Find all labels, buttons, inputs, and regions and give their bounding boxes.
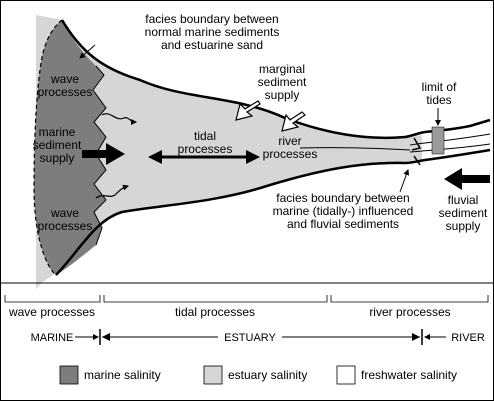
legend-label-estuary: estuary salinity — [228, 368, 307, 382]
env-estuary: ESTUARY — [224, 332, 276, 344]
river-processes-arrow — [281, 111, 306, 132]
env-marine: MARINE — [31, 332, 74, 344]
wave-bottom-label-1: wave — [50, 206, 79, 220]
tidal-zone-bracket — [103, 295, 328, 303]
marginal-label-3: supply — [265, 88, 300, 102]
facies-bottom-label-1: facies boundary between — [276, 191, 409, 205]
limit-of-tides-marker — [431, 126, 445, 155]
marine-supply-label-2: sediment — [33, 138, 82, 152]
legend-swatch-marine — [59, 365, 79, 385]
tidal-arrowhead-right — [246, 150, 260, 164]
river-channel-lower — [409, 143, 491, 153]
estuary-north-bank — [60, 19, 491, 140]
river-channel-upper — [409, 133, 491, 146]
facies-top-leader — [79, 44, 96, 59]
facies-boundary-line — [299, 147, 411, 151]
legend-label-marine: marine salinity — [84, 368, 161, 382]
legend-swatch-freshwater — [336, 365, 356, 385]
marginal-label-1: marginal — [259, 62, 305, 76]
marine-supply-arrow — [82, 143, 125, 165]
fluvial-label-2: sediment — [439, 206, 488, 220]
marine-zone-dashed-edge — [33, 19, 63, 276]
river-label-2: processes — [263, 147, 318, 161]
wave-bottom-label-2: processes — [38, 219, 93, 233]
facies-top-label-3: and estuarine sand — [161, 38, 263, 52]
wave-top-label-2: processes — [38, 85, 93, 99]
marine-supply-label-1: marine — [39, 125, 76, 139]
fluvial-supply-arrow — [444, 168, 490, 190]
tidal-label-2: processes — [178, 142, 233, 156]
facies-top-label-2: normal marine sediments — [145, 25, 280, 39]
facies-bottom-label-3: and fluvial sediments — [287, 217, 399, 231]
facies-bottom-label-2: marine (tidally-) influenced — [273, 204, 414, 218]
marginal-supply-arrow — [235, 100, 261, 121]
legend-swatch-estuary — [203, 365, 223, 385]
river-label-1: river — [278, 134, 301, 148]
estuary-south-bank — [55, 148, 491, 276]
wave-arrow-bottom — [95, 184, 129, 199]
marine-zone — [34, 20, 106, 275]
fluvial-label-1: fluvial — [448, 193, 479, 207]
limit-label-2: tides — [426, 93, 451, 107]
wave-arrow-top — [101, 113, 137, 125]
legend-label-freshwater: freshwater salinity — [361, 368, 457, 382]
estuary-arrowhead-left — [102, 333, 110, 341]
wave-top-label-1: wave — [50, 72, 79, 86]
tidal-arrowhead-left — [148, 150, 162, 164]
facies-bottom-leader — [399, 169, 410, 193]
fluvial-label-3: supply — [446, 219, 481, 233]
river-zone-bracket — [330, 295, 489, 303]
process-zone-wave: wave processes — [8, 305, 95, 319]
limit-label-1: limit of — [422, 80, 457, 94]
facies-top-label-1: facies boundary between — [145, 12, 278, 26]
process-zone-tidal: tidal processes — [175, 305, 255, 319]
env-river: RIVER — [451, 332, 485, 344]
wave-zone-bracket — [4, 295, 101, 303]
estuary-water — [36, 15, 422, 290]
process-zone-river: river processes — [369, 305, 450, 319]
tidal-label-1: tidal — [194, 129, 216, 143]
facies-boundary-tick-north — [411, 137, 422, 151]
facies-boundary-tick-south — [413, 155, 421, 166]
marine-supply-label-3: supply — [40, 151, 75, 165]
marginal-label-2: sediment — [258, 75, 307, 89]
estuary-arrowhead-right — [412, 333, 420, 341]
